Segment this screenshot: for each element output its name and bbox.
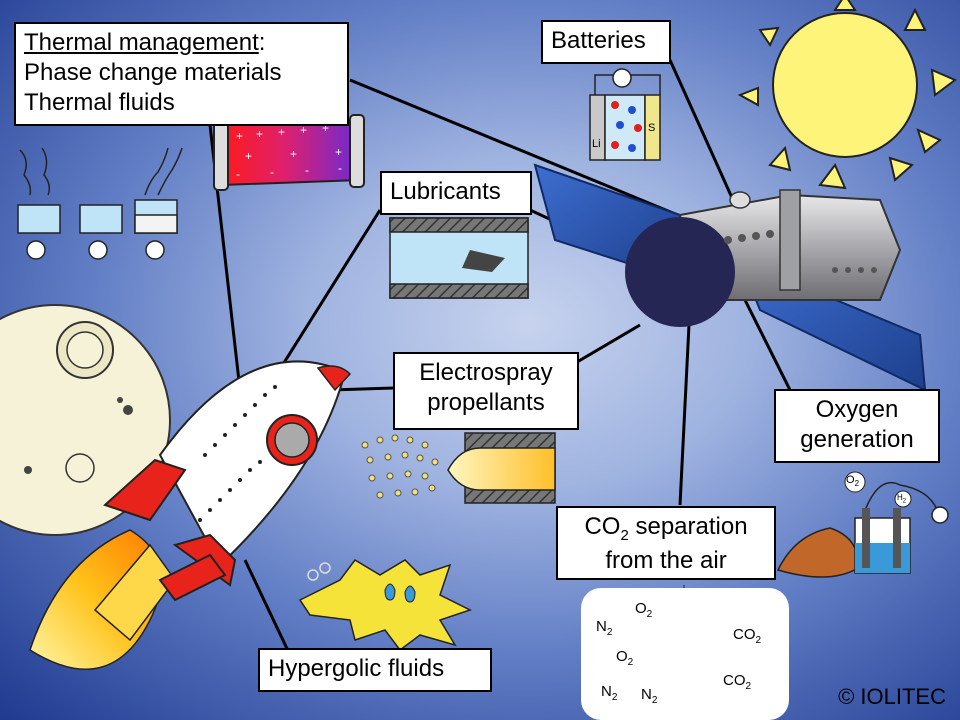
sun-drawing [737,0,957,190]
svg-text:-: - [270,165,274,179]
thermal-management-label: Thermal management: Phase change materia… [14,22,349,126]
svg-text:-: - [305,163,309,177]
oxygen-generation-drawing [776,471,949,578]
hypergolic-text: Hypergolic fluids [268,655,445,682]
svg-text:+: + [290,147,297,161]
gas-n2-left-top: N2 [596,618,613,638]
batteries-text: Batteries [551,27,646,54]
electrospray-text-line2: propellants [427,389,545,416]
battery-drawing [589,68,661,161]
lubricants-text: Lubricants [390,178,501,205]
hypergolic-explosion-drawing [298,559,472,652]
batteries-label: Batteries [541,20,671,64]
svg-text:-: - [338,161,342,175]
svg-text:+: + [335,145,342,159]
co2-text-line2: from the air [605,546,727,574]
copyright-text: © IOLITEC [838,684,946,709]
thermal-management-colon: : [258,29,266,56]
co2-rest: separation [628,513,748,540]
electrospray-drawing [361,432,556,504]
svg-text:+: + [278,125,285,139]
h2-bubble-label: H2 [897,493,907,505]
svg-text:+: + [300,123,307,137]
rocket-drawing [29,360,352,670]
lubricants-label: Lubricants [380,171,532,215]
oxygen-text-line1: Oxygen [815,396,899,423]
svg-text:+: + [256,127,263,141]
svg-text:-: - [236,167,240,181]
moon-drawing [0,304,171,536]
gas-n2-bottom: N2 [641,686,658,706]
hypergolic-fluids-label: Hypergolic fluids [258,648,492,692]
co2-sub: 2 [620,526,629,544]
co2-separation-label: CO2 separation from the air [556,506,776,580]
thermal-fluids-text: Thermal fluids [24,89,175,116]
electrospray-text-line1: Electrospray [419,359,553,386]
phase-change-materials-text: Phase change materials [24,59,282,86]
thermal-beakers-drawing [17,147,183,260]
svg-text:+: + [236,129,243,143]
gas-co2-top: CO2 [733,626,762,646]
thermal-management-title: Thermal management [24,29,259,56]
svg-text:+: + [245,149,252,163]
co2-prefix: CO [584,513,621,540]
svg-text:+: + [322,121,329,135]
satellite-drawing [533,163,927,392]
battery-anode-label: Li [592,138,601,150]
gas-o2-middle: O2 [616,648,634,668]
gas-n2-left-bottom: N2 [601,683,618,703]
electrospray-label: Electrospray propellants [393,352,579,430]
lubricant-drawing [389,217,529,299]
o2-bubble-label: O2 [846,474,860,489]
gas-o2-top: O2 [635,600,653,620]
pcm-device-drawing: +++++ +++ ---- [213,114,365,191]
oxygen-generation-label: Oxygen generation [774,389,940,463]
gas-co2-bottom: CO2 [723,672,752,692]
battery-cathode-label: S [648,122,656,134]
oxygen-text-line2: generation [800,426,914,453]
separation-panel [581,588,789,720]
